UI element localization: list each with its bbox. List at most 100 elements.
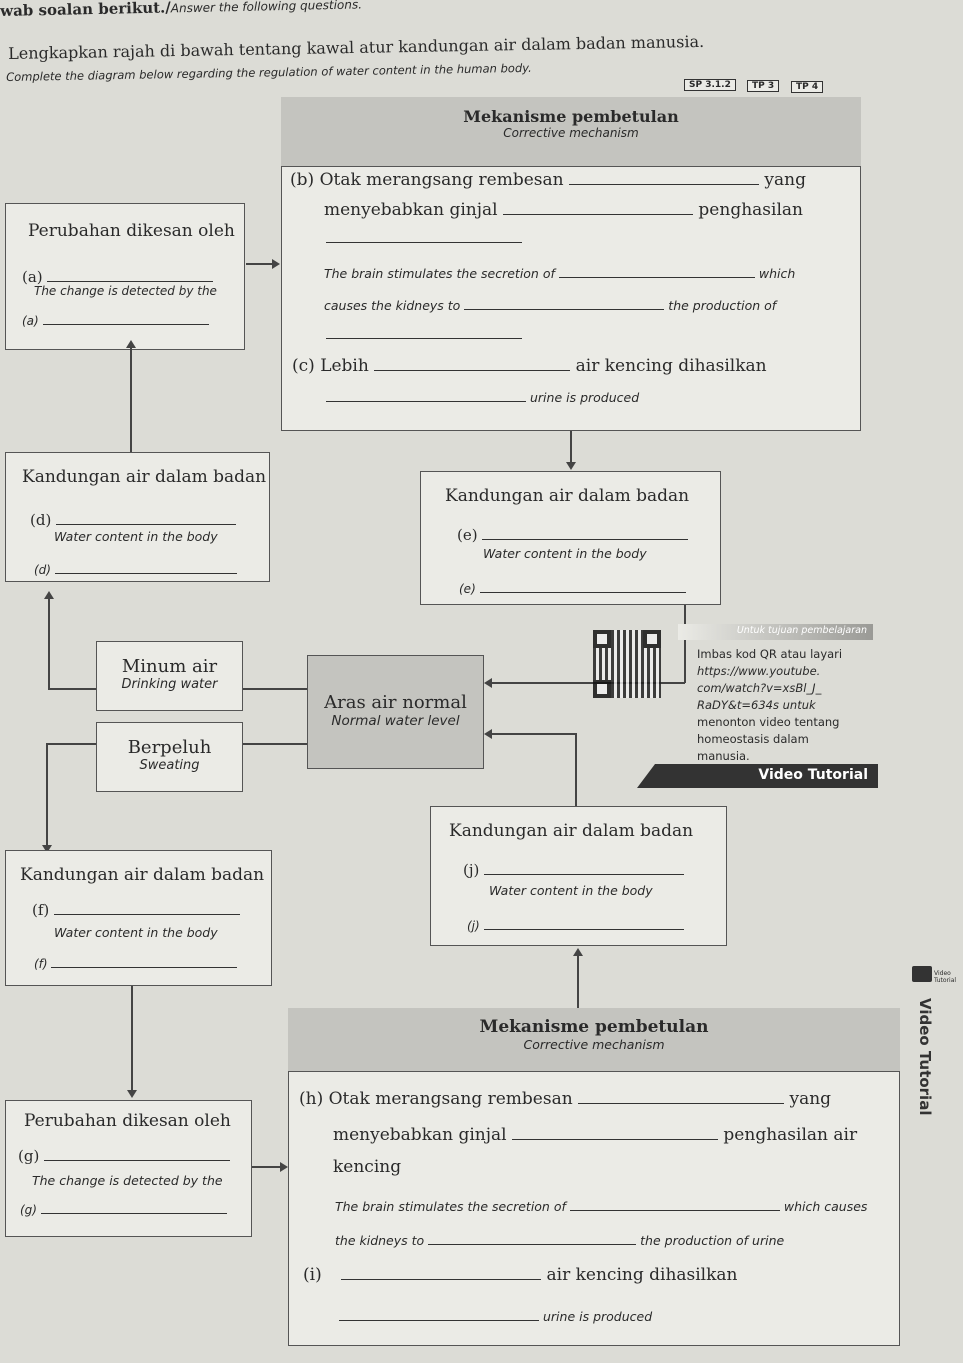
j-label: (j): [463, 861, 480, 879]
c-blank-ms[interactable]: [374, 370, 571, 371]
b-ms-line2: menyebabkan ginjal penghasilan: [324, 200, 803, 220]
water-f-title: Kandungan air dalam badan: [20, 865, 265, 885]
detect-top-box: Perubahan dikesan oleh (a) The change is…: [5, 203, 245, 350]
water-j-label-en-row: (j): [467, 919, 684, 933]
b-en-which: which: [758, 266, 796, 281]
drinking-ms: Minum air: [121, 656, 218, 677]
water-e-en: Water content in the body: [483, 546, 647, 561]
detect-top-label-ms-row: (a): [22, 268, 214, 286]
e-label-en: (e): [459, 582, 476, 596]
i-ms-line: (i) air kencing dihasilkan: [303, 1265, 738, 1285]
qr-code[interactable]: [593, 630, 661, 698]
qr-panel: Untuk tujuan pembelajaran Imbas kod QR a…: [583, 620, 878, 788]
qr-heading: Untuk tujuan pembelajaran: [736, 625, 867, 636]
arrow-e-to-normal: [484, 678, 492, 688]
qr-line7: manusia.: [697, 749, 750, 763]
connector-e-left: [490, 682, 685, 684]
connector-j-up: [575, 733, 577, 807]
b-ms-yang: yang: [764, 170, 806, 190]
tag-tp4: TP 4: [791, 81, 824, 93]
connector-left-horiz: [48, 688, 97, 690]
question-ms: Lengkapkan rajah di bawah tentang kawal …: [8, 31, 705, 63]
mechanism-bottom-box: Mekanisme pembetulan Corrective mechanis…: [288, 1008, 900, 1346]
connector-j-left: [490, 733, 576, 735]
water-f-label-en-row: (f): [34, 957, 238, 971]
b-en-blank-3[interactable]: [326, 322, 522, 339]
water-f-en: Water content in the body: [54, 925, 218, 940]
arrow-to-d: [44, 591, 54, 599]
arrow-j-to-normal: [484, 729, 492, 739]
b-blank-3[interactable]: [326, 226, 522, 243]
a-label-en: (a): [22, 314, 39, 328]
b-en-blank-1[interactable]: [558, 277, 755, 278]
normal-en: Normal water level: [331, 713, 460, 729]
h-en-text1: The brain stimulates the secretion of: [335, 1199, 566, 1214]
j-blank-ms[interactable]: [484, 874, 685, 875]
g-blank-en[interactable]: [40, 1213, 227, 1214]
c-ms-line: (c) Lebih air kencing dihasilkan: [292, 356, 767, 376]
f-label-en: (f): [34, 957, 48, 971]
i-ms-text: air kencing dihasilkan: [546, 1265, 738, 1285]
water-d-en: Water content in the body: [54, 529, 218, 544]
qr-heading-bar: Untuk tujuan pembelajaran: [678, 624, 873, 640]
question-en: Complete the diagram below regarding the…: [6, 60, 532, 84]
mechanism-top-box: Mekanisme pembetulan Corrective mechanis…: [281, 97, 861, 431]
g-blank-ms[interactable]: [44, 1160, 231, 1161]
water-f-box: Kandungan air dalam badan (f) Water cont…: [5, 850, 272, 986]
b-ms-text2: menyebabkan ginjal: [324, 200, 498, 220]
qr-line2[interactable]: https://www.youtube.: [697, 664, 821, 678]
drinking-en: Drinking water: [121, 677, 218, 692]
e-blank-en[interactable]: [479, 592, 686, 593]
tag-tp3: TP 3: [747, 80, 780, 92]
h-blank-2[interactable]: [512, 1139, 719, 1140]
a-blank-en[interactable]: [42, 324, 209, 325]
water-d-title: Kandungan air dalam badan: [22, 467, 267, 487]
qr-line3[interactable]: com/watch?v=xsBl_J_: [697, 681, 822, 695]
instruction-line: wab soalan berikut./Answer the following…: [0, 0, 362, 20]
d-blank-ms[interactable]: [56, 524, 237, 525]
water-j-en: Water content in the body: [489, 883, 653, 898]
instruction-en: Answer the following questions.: [170, 0, 363, 16]
j-blank-en[interactable]: [483, 929, 684, 930]
b-ms-text3: penghasilan: [698, 200, 803, 220]
i-blank-en[interactable]: [339, 1320, 539, 1321]
d-blank-en[interactable]: [54, 573, 237, 574]
side-video-small: Video Tutorial: [934, 970, 957, 984]
connector-left-up: [48, 596, 50, 688]
h-blank-1[interactable]: [578, 1103, 785, 1104]
arrow-c-to-e: [566, 462, 576, 470]
f-blank-ms[interactable]: [54, 914, 241, 915]
detect-bottom-label-en-row: (g): [20, 1203, 227, 1217]
b-blank-1[interactable]: [569, 184, 760, 185]
c-en-line: urine is produced: [326, 390, 639, 405]
b-en-line1: The brain stimulates the secretion of wh…: [324, 266, 795, 281]
h-ms-line2: menyebabkan ginjal penghasilan air: [333, 1125, 857, 1145]
c-blank-en[interactable]: [326, 401, 526, 402]
h-en-text2: the kidneys to: [335, 1233, 425, 1248]
qr-text-block: Imbas kod QR atau layari https://www.you…: [697, 646, 842, 765]
b-en-blank-2[interactable]: [464, 309, 665, 310]
h-en-blank-1[interactable]: [569, 1210, 780, 1211]
f-label: (f): [32, 901, 50, 919]
water-d-label-en-row: (d): [34, 563, 237, 577]
qr-line6: homeostasis dalam: [697, 732, 809, 746]
f-blank-en[interactable]: [51, 967, 238, 968]
video-tutorial-banner[interactable]: Video Tutorial: [637, 764, 878, 788]
connector-i-to-j: [577, 956, 579, 1008]
arrow-to-f: [42, 845, 52, 853]
sweating-box: Berpeluh Sweating: [96, 722, 243, 792]
b-blank-2[interactable]: [503, 214, 694, 215]
h-en-blank-2[interactable]: [428, 1244, 637, 1245]
a-label: (a): [22, 268, 43, 286]
e-blank-ms[interactable]: [482, 539, 689, 540]
h-ms-yang: yang: [789, 1089, 832, 1109]
h-ms-text3: penghasilan air: [723, 1125, 858, 1145]
g-label: (g): [18, 1147, 40, 1165]
a-blank-ms[interactable]: [47, 281, 214, 282]
i-blank-ms[interactable]: [341, 1279, 542, 1280]
b-ms-line1: (b) Otak merangsang rembesan yang: [290, 170, 806, 190]
water-j-title: Kandungan air dalam badan: [449, 821, 694, 841]
side-video-icon: [912, 966, 932, 982]
b-label: (b): [290, 170, 315, 190]
side-video-tab[interactable]: Video Tutorial Video Tutorial: [908, 962, 963, 1142]
